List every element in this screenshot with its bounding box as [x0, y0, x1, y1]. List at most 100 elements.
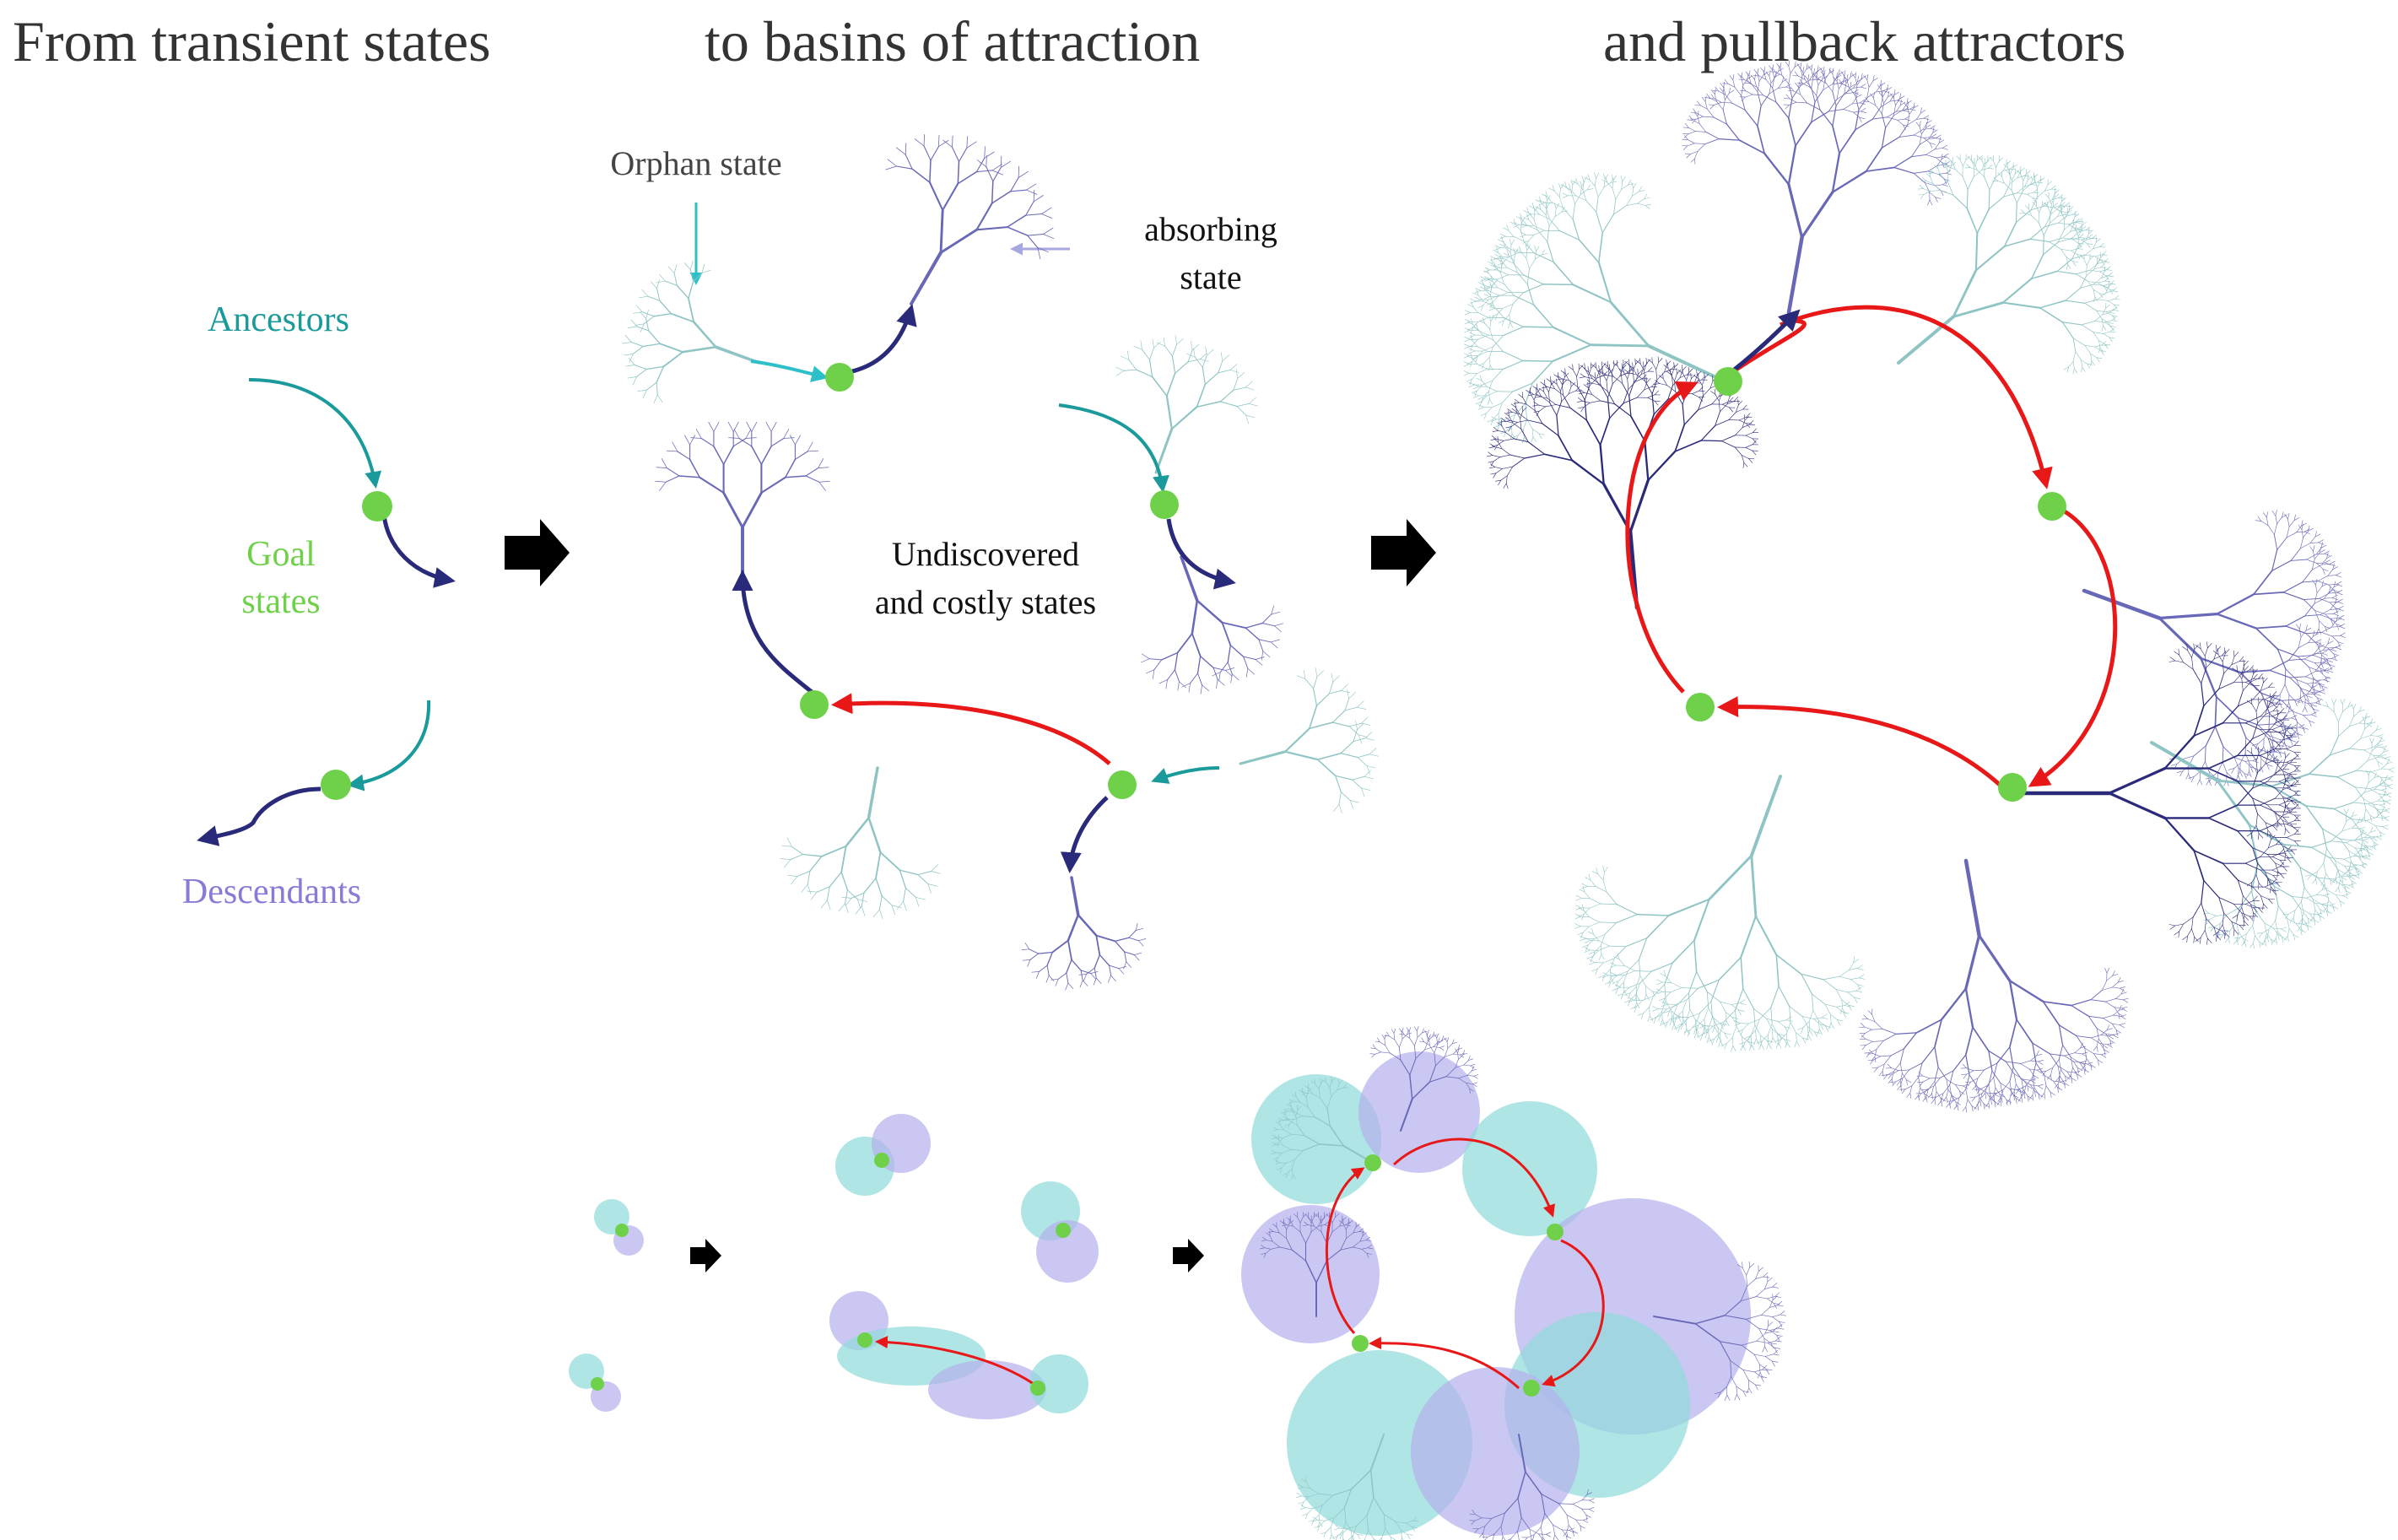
- tree-branch: [2266, 829, 2269, 837]
- tree-branch: [2251, 704, 2257, 712]
- tree-branch: [2263, 678, 2268, 684]
- tree-branch: [2053, 203, 2058, 207]
- tree-branch: [2268, 878, 2271, 888]
- tree-branch: [2361, 832, 2368, 835]
- tree-branch: [2260, 830, 2276, 838]
- tree-branch: [2374, 789, 2383, 791]
- tree-branch: [2192, 902, 2202, 918]
- tree-branch: [1510, 433, 1513, 440]
- tree-branch: [2244, 773, 2247, 780]
- tree-branch: [928, 181, 944, 212]
- tree-branch: [1672, 377, 1681, 386]
- tree-branch: [1778, 1019, 1787, 1022]
- tree-branch: [2363, 838, 2369, 840]
- tree-branch: [2228, 768, 2235, 770]
- tree-branch: [2275, 515, 2277, 525]
- tree-branch: [1470, 327, 1473, 334]
- tree-branch: [2204, 647, 2208, 657]
- tree-branch: [1820, 71, 1825, 77]
- tree-branch: [2253, 943, 2255, 949]
- tree-branch: [2036, 1069, 2042, 1073]
- tree-branch: [2282, 757, 2286, 766]
- tree-branch: [1572, 369, 1577, 377]
- tree-branch: [2378, 736, 2384, 740]
- tree-branch: [635, 323, 645, 326]
- tree-branch: [2090, 1037, 2101, 1044]
- tree-branch: [1667, 898, 1710, 917]
- tree-branch: [1560, 183, 1564, 190]
- tree-branch: [2222, 653, 2226, 662]
- tree-branch: [1970, 1078, 1979, 1083]
- tree-branch: [2119, 1008, 2125, 1011]
- tree-branch: [914, 138, 925, 147]
- tree-branch: [1688, 992, 1691, 1010]
- tree-branch: [636, 326, 650, 332]
- tree-branch: [879, 909, 883, 920]
- tree-branch: [2096, 1028, 2099, 1040]
- tree-branch: [1634, 970, 1652, 972]
- tree-branch: [1477, 404, 1484, 408]
- tree-branch: [1697, 116, 1700, 124]
- tree-branch: [1758, 1007, 1772, 1020]
- tree-branch: [2352, 864, 2362, 866]
- tree-branch: [1942, 162, 1945, 168]
- tree-branch: [2088, 230, 2093, 235]
- tree-branch: [2329, 586, 2331, 592]
- tree-branch: [1498, 430, 1506, 433]
- tree-branch: [1037, 247, 1041, 260]
- tree-branch: [624, 335, 632, 343]
- tree-branch: [1952, 194, 1968, 209]
- tree-branch: [2309, 916, 2314, 922]
- tree-branch: [1539, 213, 1550, 219]
- tree-branch: [2003, 221, 2017, 247]
- tree-branch: [1744, 1035, 1752, 1043]
- tree-branch: [1369, 754, 1379, 757]
- tree-branch: [2257, 724, 2270, 737]
- tree-branch: [628, 358, 635, 365]
- tree-branch: [2102, 312, 2110, 316]
- tree-branch: [2030, 1084, 2039, 1087]
- tree-branch: [856, 899, 861, 909]
- tree-branch: [1653, 398, 1669, 415]
- tree-branch: [1617, 365, 1622, 373]
- tree-branch: [1824, 1003, 1831, 1015]
- tree-branch: [2244, 862, 2261, 871]
- tree-branch: [2267, 751, 2272, 757]
- tree-branch: [2285, 727, 2290, 732]
- tree-branch: [2034, 181, 2038, 188]
- tree-branch: [2315, 679, 2322, 687]
- tree-branch: [2093, 332, 2104, 334]
- tree-branch: [2224, 648, 2230, 655]
- tree-branch: [1177, 681, 1180, 691]
- tree-branch: [1135, 927, 1144, 931]
- tree-branch: [1491, 314, 1498, 317]
- tree-branch: [1647, 450, 1677, 482]
- tree-branch: [1517, 419, 1529, 423]
- tree-branch: [1523, 419, 1527, 430]
- tree-branch: [917, 874, 929, 884]
- tree-branch: [1463, 370, 1470, 374]
- tree-branch: [2335, 608, 2338, 614]
- tree-branch: [1511, 412, 1520, 414]
- tree-branch: [1738, 139, 1765, 154]
- tree-branch: [2284, 775, 2286, 782]
- tree-branch: [1627, 959, 1639, 972]
- tree-branch: [2255, 813, 2258, 826]
- tree-branch: [1902, 103, 1908, 111]
- tree-branch: [2318, 683, 2322, 689]
- tree-branch: [1509, 303, 1514, 316]
- tree-branch: [1579, 889, 1585, 893]
- tree-branch: [2020, 173, 2024, 181]
- tree-branch: [2381, 789, 2387, 793]
- tree-branch: [2319, 597, 2330, 603]
- tree-branch: [1607, 383, 1613, 398]
- tree-branch: [896, 147, 906, 155]
- tree-branch: [1041, 213, 1053, 219]
- tree-branch: [2320, 909, 2322, 916]
- tree-branch: [1871, 106, 1882, 120]
- tree-branch: [2372, 803, 2378, 811]
- tree-branch: [1610, 177, 1614, 183]
- tree-branch: [1542, 383, 1547, 387]
- tree-branch: [2060, 1081, 2066, 1085]
- tree-branch: [1484, 276, 1491, 280]
